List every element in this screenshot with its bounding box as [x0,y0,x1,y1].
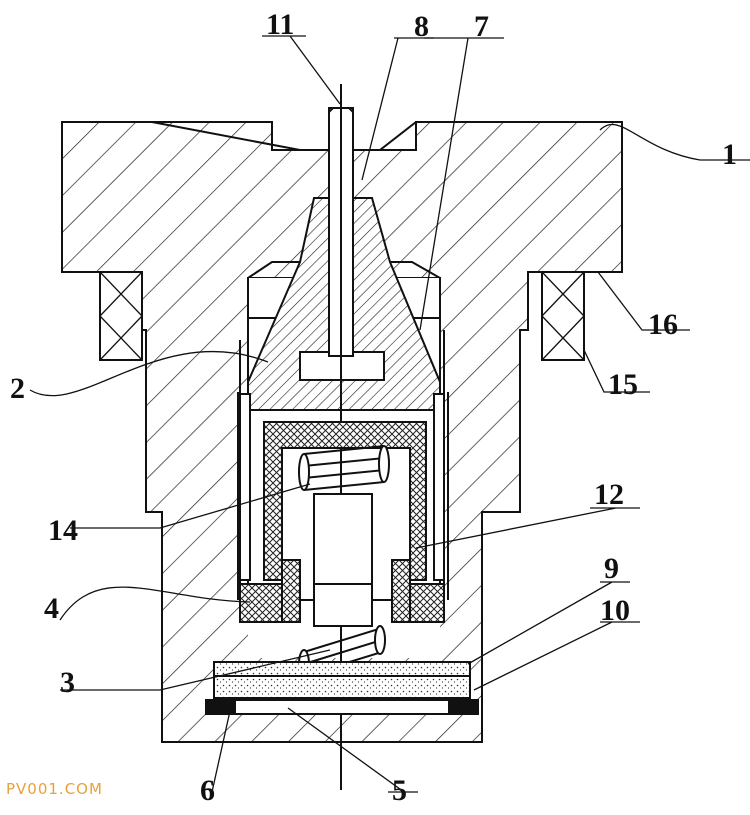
label-part-7: 7 [474,10,489,43]
seal-ring-left [99,271,143,361]
label-part-4: 4 [44,592,59,625]
label-part-8: 8 [414,10,429,43]
label-part-16: 16 [648,308,678,341]
label-part-6: 6 [200,774,215,807]
label-part-3: 3 [60,666,75,699]
seal-ring-right [541,271,585,361]
label-part-15: 15 [608,368,638,401]
label-part-11: 11 [266,8,294,41]
sensing-disc [213,661,471,699]
label-part-12: 12 [594,478,624,511]
label-part-5: 5 [392,774,407,807]
label-part-14: 14 [48,514,78,547]
label-part-10: 10 [600,594,630,627]
label-part-9: 9 [604,552,619,585]
label-part-1: 1 [722,138,737,171]
watermark: PV001.COM [6,780,103,798]
upper-spring [298,445,390,491]
retainer-ring [205,699,479,715]
label-part-2: 2 [10,372,25,405]
cup-bottom [281,559,411,623]
inner-post [313,493,373,627]
cup-liner [239,393,445,581]
